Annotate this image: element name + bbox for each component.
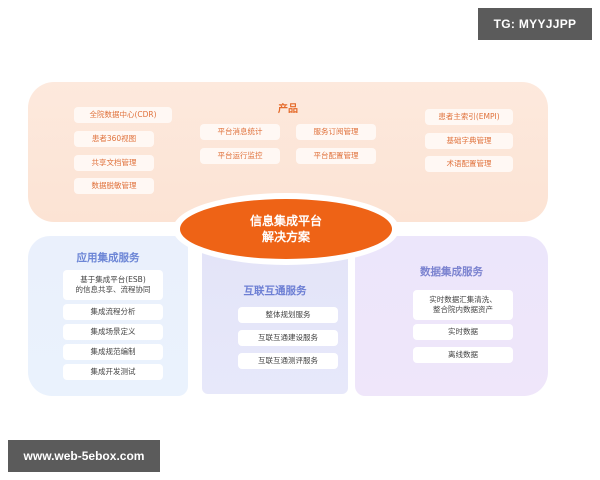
products-panel: 产品 全院数据中心(CDR) 患者360视图 共享文档管理 数据脱敏管理 平台消… [28, 82, 548, 222]
product-item-empi: 患者主索引(EMPI) [425, 109, 513, 125]
data-item-realtime-cleaning-line1: 实时数据汇集清洗、 [429, 294, 497, 304]
interconnect-title: 互联互通服务 [243, 285, 307, 297]
product-item-data-masking: 数据脱敏管理 [74, 178, 154, 194]
app-item-flow-analysis: 集成流程分析 [63, 304, 163, 320]
app-item-esb: 基于集成平台(ESB) 的信息共享、流程协同 [63, 270, 163, 300]
data-item-realtime-cleaning: 实时数据汇集清洗、 整合院内数据资产 [413, 290, 513, 320]
center-title-line1: 信息集成平台 [249, 213, 322, 228]
product-item-monitoring: 平台运行监控 [200, 148, 280, 164]
data-item-offline: 离线数据 [413, 347, 513, 363]
watermark-top-right: TG: MYYJJPP [478, 8, 592, 40]
data-item-realtime-cleaning-line2: 整合院内数据资产 [433, 305, 493, 314]
app-item-spec: 集成规范编制 [63, 344, 163, 360]
product-item-patient-360: 患者360视图 [74, 131, 154, 147]
app-item-scenario: 集成场景定义 [63, 324, 163, 340]
app-item-esb-line2: 的信息共享、流程协同 [75, 285, 151, 294]
product-item-shared-docs: 共享文档管理 [74, 155, 154, 171]
center-ellipse: 信息集成平台 解决方案 [180, 199, 392, 259]
data-integration-panel: 数据集成服务 实时数据汇集清洗、 整合院内数据资产 实时数据 离线数据 [355, 236, 548, 396]
interconnect-item-planning: 整体规划服务 [238, 307, 338, 323]
data-item-realtime: 实时数据 [413, 324, 513, 340]
interconnect-item-evaluation: 互联互通测评服务 [238, 353, 338, 369]
app-item-dev-test: 集成开发测试 [63, 364, 163, 380]
product-item-cdr: 全院数据中心(CDR) [74, 107, 172, 123]
data-integration-title: 数据集成服务 [420, 266, 483, 278]
product-item-msg-stats: 平台消息统计 [200, 124, 280, 140]
center-title-line2: 解决方案 [261, 230, 310, 244]
app-integration-title: 应用集成服务 [76, 252, 140, 264]
app-integration-panel: 应用集成服务 基于集成平台(ESB) 的信息共享、流程协同 集成流程分析 集成场… [28, 236, 188, 396]
product-item-dictionary: 基础字典管理 [425, 133, 513, 149]
interconnect-panel: 互联互通服务 整体规划服务 互联互通建设服务 互联互通测评服务 [202, 246, 348, 394]
product-item-config: 平台配置管理 [296, 148, 376, 164]
product-item-subscription: 服务订阅管理 [296, 124, 376, 140]
interconnect-item-build: 互联互通建设服务 [238, 330, 338, 346]
app-item-esb-line1: 基于集成平台(ESB) [80, 274, 146, 284]
products-title: 产品 [278, 104, 298, 115]
product-item-terminology: 术语配置管理 [425, 156, 513, 172]
watermark-bottom-left: www.web-5ebox.com [8, 440, 160, 472]
